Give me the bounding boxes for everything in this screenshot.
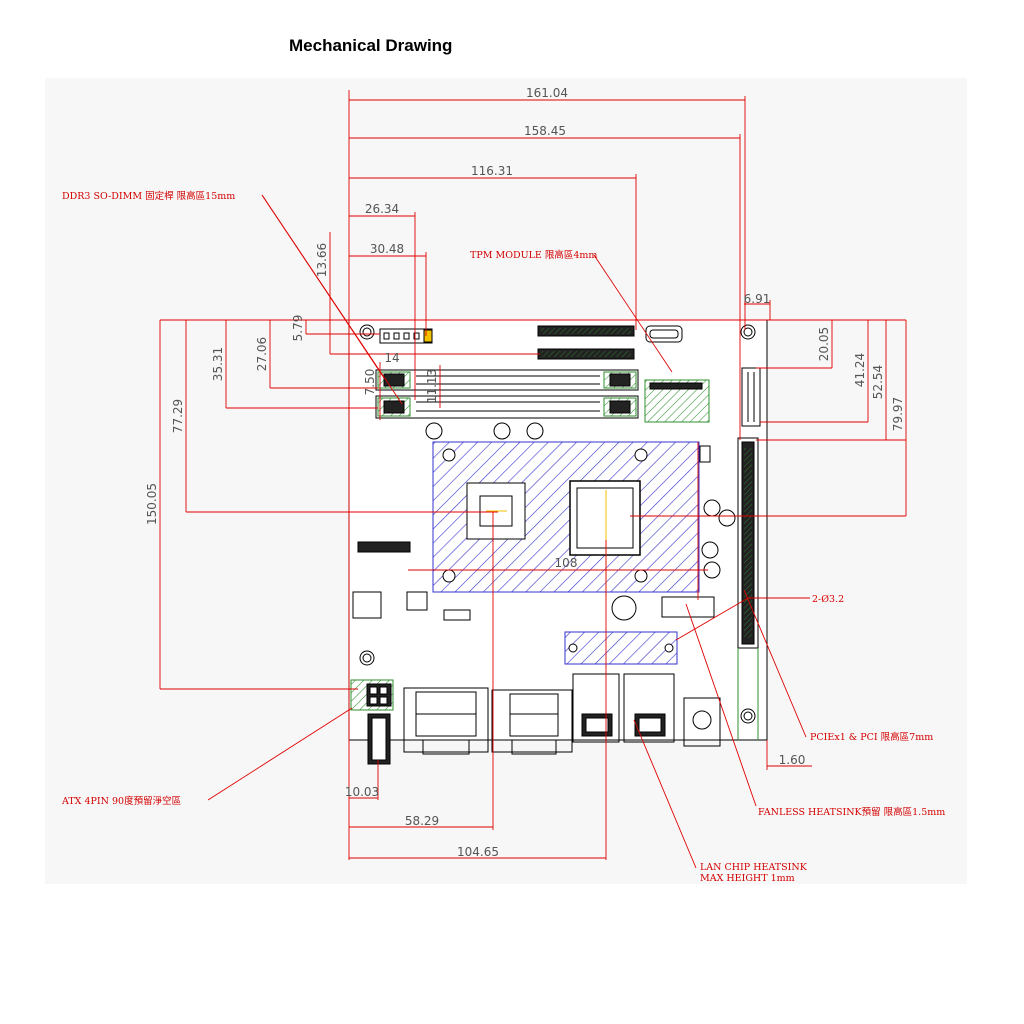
dim-10: 10.03 (345, 785, 379, 799)
dim-77: 77.29 (171, 399, 185, 433)
dim-104: 104.65 (457, 845, 499, 859)
dim-7: 7.50 (363, 369, 377, 396)
misc-chips (352, 541, 715, 621)
page-title: Mechanical Drawing (289, 36, 453, 55)
dim-26: 26.34 (365, 202, 399, 216)
capacitors (425, 422, 736, 621)
dim-108: 108 (555, 556, 578, 570)
header-connector-2 (537, 348, 635, 360)
dim-11: 11.13 (425, 369, 439, 403)
atx-4pin-connector (350, 679, 394, 711)
callout-ddr3: DDR3 SO-DIMM 固定桿 限高區15mm (62, 190, 235, 202)
dim-161: 161.04 (526, 86, 568, 100)
dim-158: 158.45 (524, 124, 566, 138)
dim-1: 1.60 (779, 753, 806, 767)
dim-41: 41.24 (853, 353, 867, 387)
lan-port-2 (623, 673, 675, 743)
dc-jack (367, 713, 391, 765)
serial-port (491, 689, 573, 755)
dim-30: 30.48 (370, 242, 404, 256)
header-connector-1 (537, 325, 635, 337)
dim-5: 5.79 (291, 315, 305, 342)
dimension-lines (159, 90, 907, 860)
callout-holes: 2-Ø3.2 (812, 594, 844, 605)
sodimm-slot-2 (375, 395, 639, 419)
dim-150: 150.05 (145, 483, 159, 525)
callout-pcie: PCIEx1 & PCI 限高區7mm (810, 731, 933, 743)
dim-52: 52.54 (871, 365, 885, 399)
motherboard (348, 319, 768, 765)
dim-27: 27.06 (255, 337, 269, 371)
callout-lan-line2: MAX HEIGHT 1mm (700, 873, 795, 884)
tpm-zone (644, 379, 710, 423)
power-connector-top (379, 328, 433, 344)
dim-58: 58.29 (405, 814, 439, 828)
cpu-heatsink-zone (432, 441, 700, 600)
dim-6: 6.91 (744, 292, 771, 306)
dim-116: 116.31 (471, 164, 513, 178)
callout-labels: DDR3 SO-DIMM 固定桿 限高區15mm TPM MODULE 限高區4… (61, 190, 945, 884)
dimension-labels: 161.04 158.45 116.31 26.34 30.48 13.66 5… (145, 86, 905, 859)
callout-atx: ATX 4PIN 90度預留淨空區 (61, 795, 181, 807)
dim-79: 79.97 (891, 397, 905, 431)
mounting-holes (359, 324, 756, 724)
dim-35: 35.31 (211, 347, 225, 381)
callout-tpm: TPM MODULE 限高區4mm (470, 249, 597, 261)
audio-jack (683, 697, 721, 747)
vga-port (403, 687, 489, 755)
lan-heatsink-zone (564, 631, 678, 665)
sodimm-slot-1 (375, 369, 639, 391)
lan-port-1 (572, 673, 620, 743)
dim-13: 13.66 (315, 243, 329, 277)
small-header (699, 445, 711, 463)
right-header (741, 367, 761, 427)
callout-fanless: FANLESS HEATSINK預留 限高區1.5mm (758, 806, 945, 818)
callout-leaders (207, 194, 810, 869)
callout-lan-line1: LAN CHIP HEATSINK (700, 862, 808, 873)
dim-20: 20.05 (817, 327, 831, 361)
dim-14: 14 (384, 351, 399, 365)
sata-connector (645, 325, 683, 343)
